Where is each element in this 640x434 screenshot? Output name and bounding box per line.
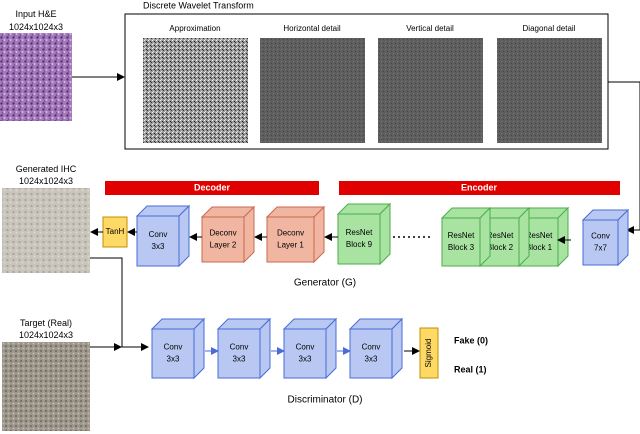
- disc-conv-1: Conv 3x3: [150, 317, 206, 380]
- input-he-image: [0, 33, 72, 121]
- deconv-layer-2-label-1: Deconv: [209, 229, 236, 238]
- disc-conv-3-side: [325, 317, 337, 380]
- resnet-block-2-label-2: Block 2: [487, 243, 514, 252]
- generated-size: 1024x1024x3: [19, 176, 73, 186]
- gen-conv-out-label-2: 3x3: [152, 242, 165, 251]
- disc-conv-2-label-2: 3x3: [233, 355, 246, 364]
- decoder-label: Decoder: [194, 182, 231, 192]
- tanh-label: TanH: [106, 227, 125, 236]
- dwt-panel-diagonal-detail: [497, 38, 602, 143]
- disc-conv-1-label-1: Conv: [164, 343, 183, 352]
- disc-conv-1-front: [151, 328, 195, 379]
- disc-conv-3: Conv 3x3: [282, 317, 338, 380]
- dwt-panel-label-diagonal-detail: Diagonal detail: [523, 24, 576, 33]
- arrow-dwt-to-conv: [608, 81, 640, 234]
- discriminator-label: Discriminator (D): [288, 395, 363, 406]
- generator-label: Generator (G): [294, 278, 356, 289]
- conv-in-block-label-2: 7x7: [594, 244, 607, 253]
- conv-in-block-side: [617, 208, 629, 267]
- disc-conv-2-label-1: Conv: [230, 343, 249, 352]
- conv-in-block: Conv 7x7: [581, 208, 630, 267]
- conv-in-block-front: [582, 219, 619, 266]
- disc-conv-4: Conv 3x3: [348, 317, 404, 380]
- disc-conv-3-label-2: 3x3: [299, 355, 312, 364]
- resnet-block-1-label-2: Block 1: [526, 243, 553, 252]
- dwt-panel-label-vertical-detail: Vertical detail: [406, 24, 454, 33]
- resnet-block-3-label-1: ResNet: [448, 231, 475, 240]
- disc-conv-4-label-2: 3x3: [365, 355, 378, 364]
- disc-conv-1-label-2: 3x3: [167, 355, 180, 364]
- discriminator-blocks: Conv 3x3 Conv 3x3 Conv 3x3 Conv 3x3: [150, 317, 404, 380]
- disc-conv-4-label-1: Conv: [362, 343, 381, 352]
- encoder-banner: [339, 181, 620, 195]
- target-size: 1024x1024x3: [19, 330, 73, 340]
- gen-conv-out-side: [178, 204, 190, 268]
- deconv-layer-1-label-2: Layer 1: [277, 241, 304, 250]
- disc-conv-4-side: [391, 317, 403, 380]
- resnet-block-1-label-1: ResNet: [526, 231, 553, 240]
- connections: [90, 228, 571, 355]
- dwt-panel-vertical-detail: [378, 38, 483, 143]
- dwt-panel-label-approximation: Approximation: [169, 24, 220, 33]
- generated-ihc-image: [2, 188, 90, 273]
- real-label: Real (1): [454, 364, 487, 374]
- deconv-layer-1-front: [266, 216, 315, 263]
- deconv-layer-2-front: [201, 216, 245, 263]
- resnet-block-9-label-1: ResNet: [346, 228, 373, 237]
- deconv-layer-1-side: [313, 205, 325, 264]
- disc-conv-3-label-1: Conv: [296, 343, 315, 352]
- dwt-panels: Approximation Horizontal detail Vertical d…: [143, 24, 602, 143]
- dwt-title: Discrete Wavelet Transform: [143, 0, 254, 10]
- disc-conv-4-front: [349, 328, 393, 379]
- gen-conv-out: Conv 3x3: [135, 204, 191, 268]
- disc-conv-2: Conv 3x3: [216, 317, 272, 380]
- gen-conv-out-front: [136, 215, 180, 267]
- resnet-block-3-front: [441, 217, 481, 267]
- target-title: Target (Real): [20, 318, 72, 328]
- resnet-block-9-side: [379, 202, 391, 266]
- disc-conv-2-side: [259, 317, 271, 380]
- resnet-block-2-label-1: ResNet: [487, 231, 514, 240]
- resnet-block-3-side: [479, 206, 491, 268]
- dwt-panel-label-horizontal-detail: Horizontal detail: [283, 24, 341, 33]
- fake-label: Fake (0): [454, 335, 488, 345]
- encoder-label: Encoder: [461, 182, 498, 192]
- target-image: [2, 342, 90, 431]
- dwt-panel-horizontal-detail: [260, 38, 365, 143]
- disc-conv-1-side: [193, 317, 205, 380]
- disc-conv-2-front: [217, 328, 261, 379]
- deconv-layer-1-label-1: Deconv: [277, 229, 304, 238]
- disc-conv-3-front: [283, 328, 327, 379]
- deconv-layer-2-label-2: Layer 2: [210, 241, 237, 250]
- decoder-banner: [105, 181, 319, 195]
- sigmoid-box: [419, 327, 439, 379]
- resnet-block-9-label-2: Block 9: [346, 240, 373, 249]
- sigmoid-label: Sigmoid: [424, 339, 433, 368]
- input-title: Input H&E: [15, 9, 56, 19]
- input-size: 1024x1024x3: [9, 22, 63, 32]
- arrow-generated-to-disc: [90, 257, 149, 351]
- resnet-block-1-side: [557, 206, 569, 268]
- conv-in-block-label-1: Conv: [591, 232, 610, 241]
- deconv-layer-2-side: [243, 205, 255, 264]
- gen-conv-out-label-1: Conv: [149, 230, 168, 239]
- resnet-block-2-side: [518, 206, 530, 268]
- dwt-panel-approximation: [143, 38, 248, 143]
- resnet-block-3-label-2: Block 3: [448, 243, 475, 252]
- generated-title: Generated IHC: [16, 164, 77, 174]
- resnet-block-9-front: [337, 213, 381, 265]
